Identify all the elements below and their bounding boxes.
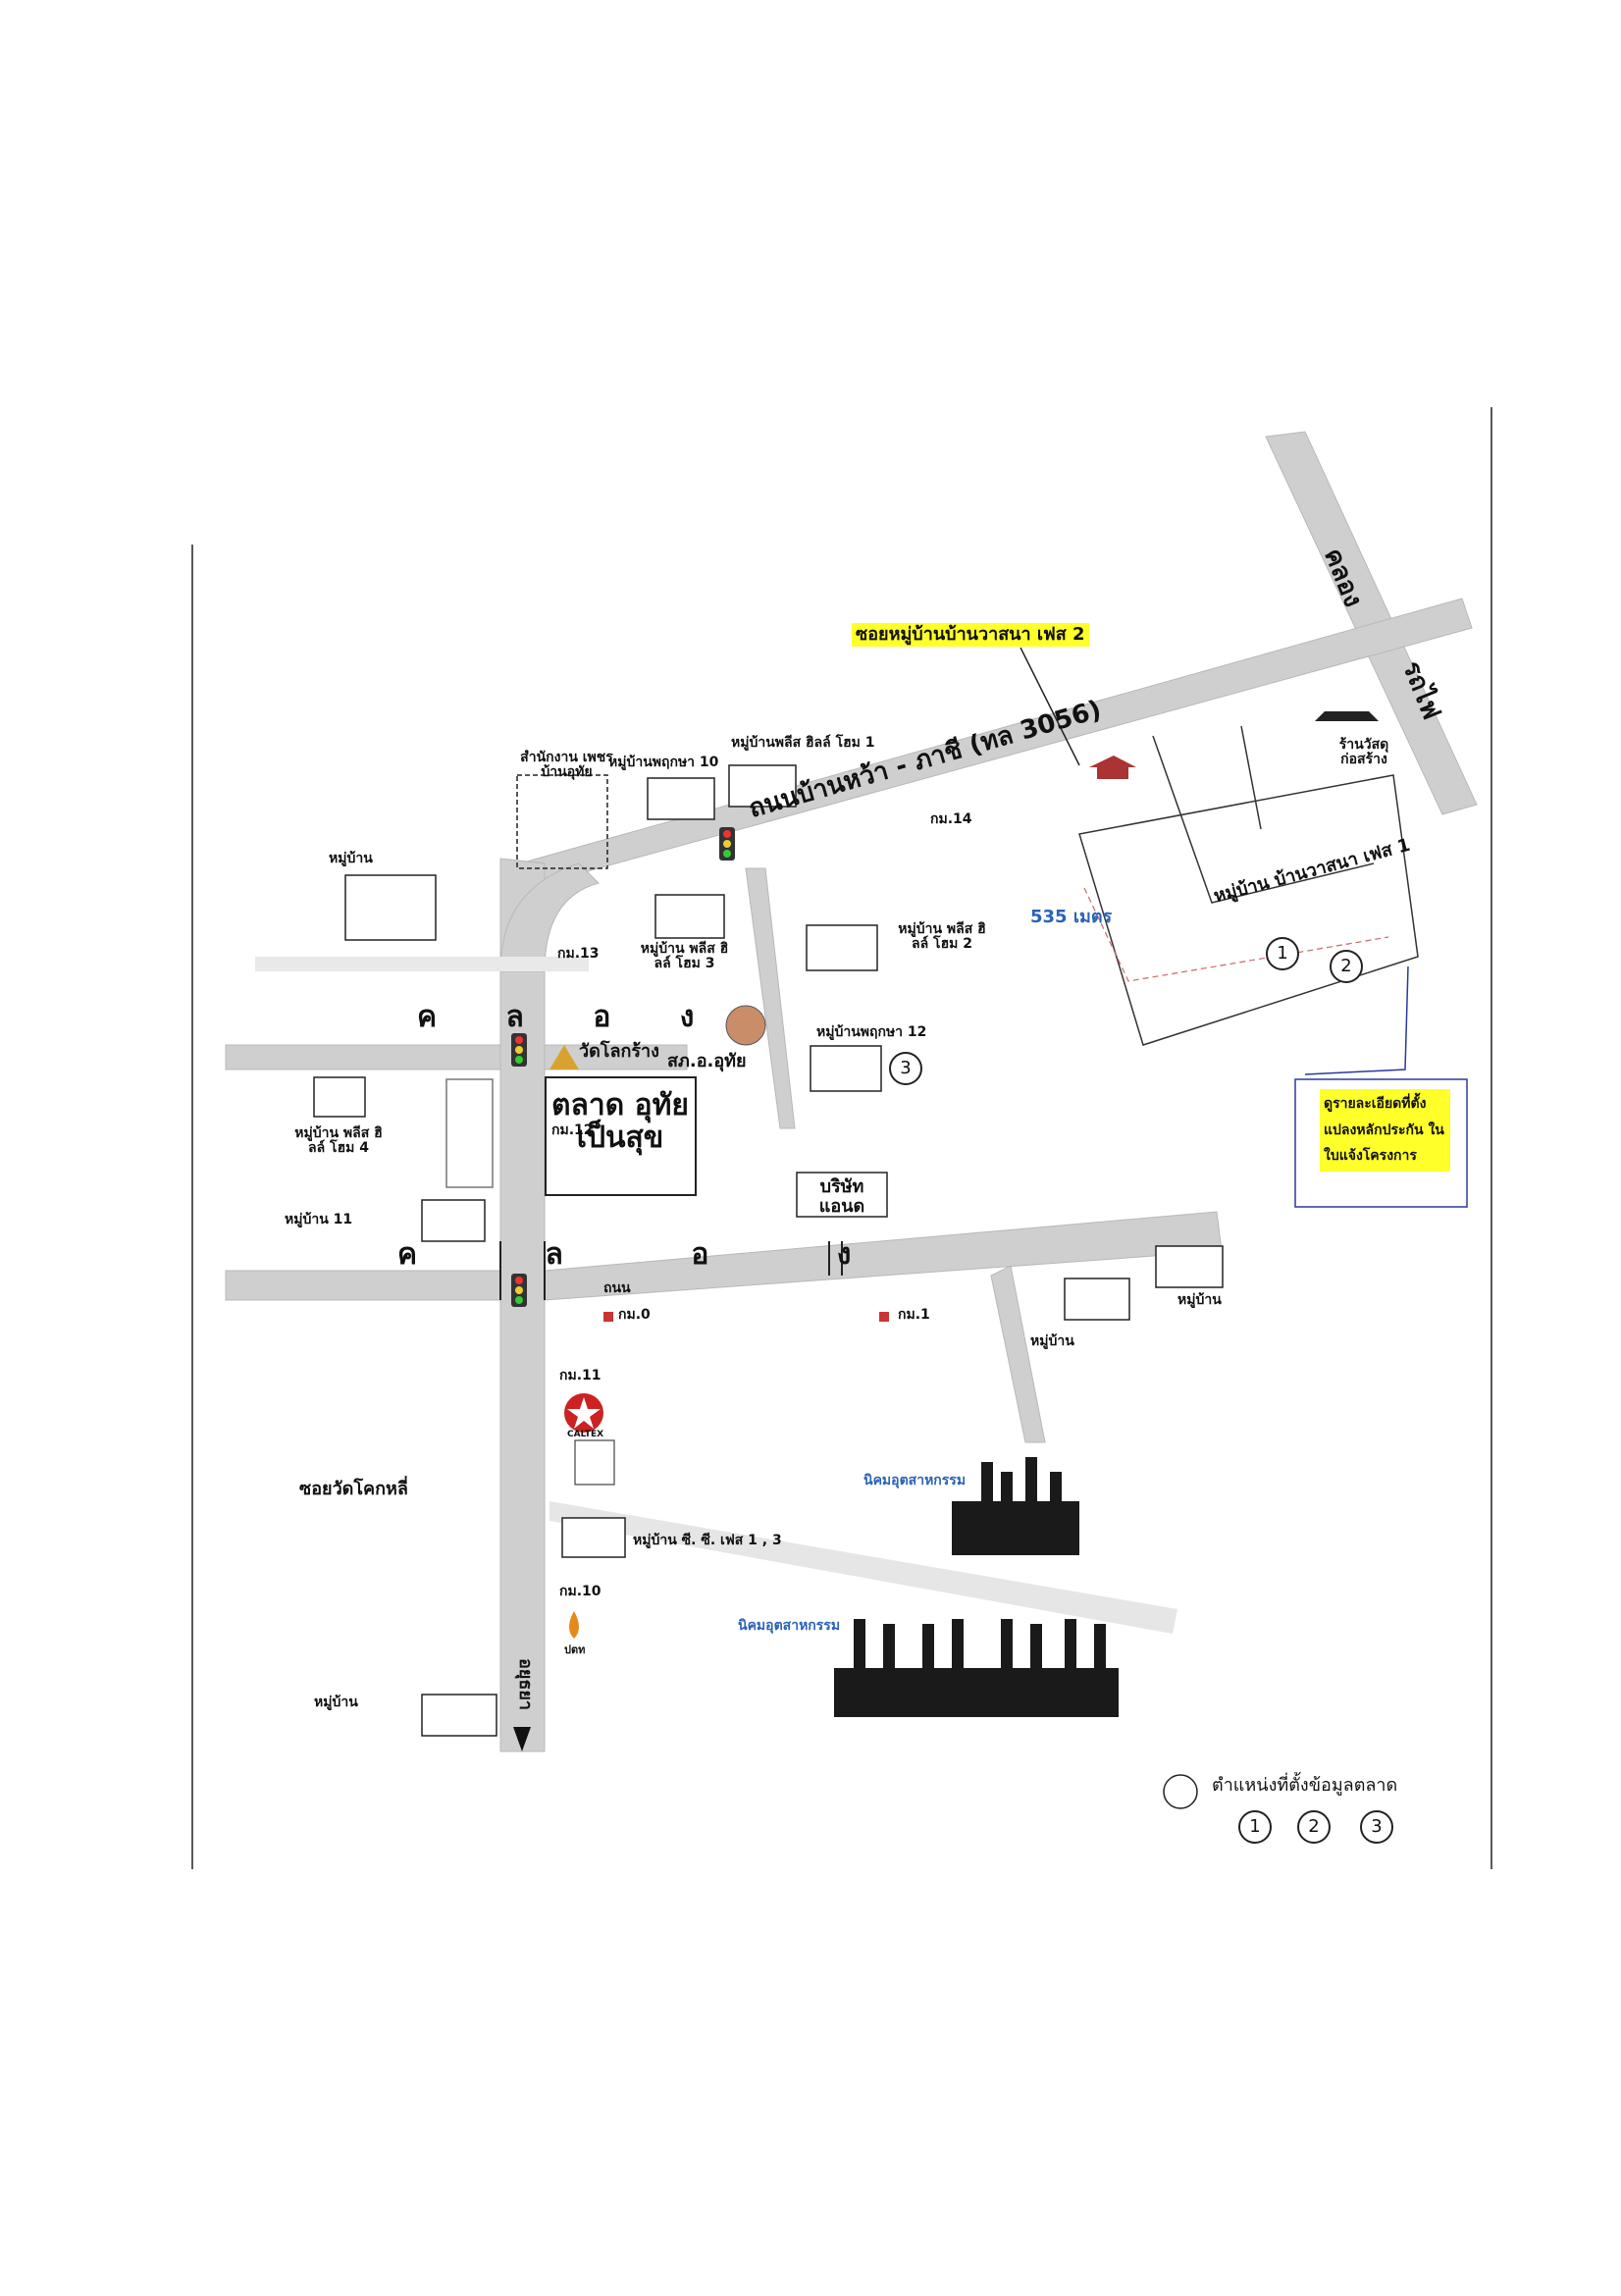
market-marker-1: 1 bbox=[1266, 937, 1299, 970]
ptt-logo-icon bbox=[569, 1611, 579, 1639]
village-11-label: หมู่บ้าน 11 bbox=[285, 1212, 353, 1227]
km13-label: กม.13 bbox=[557, 946, 600, 962]
village-pruksa-12-label: หมู่บ้านพฤกษา 12 bbox=[816, 1024, 927, 1040]
ptt-label: ปตท bbox=[564, 1644, 586, 1656]
km-marker-icon bbox=[603, 1312, 889, 1322]
village-pleasant-4-label: หมู่บ้าน พลีส ฮิลล์ โฮม 4 bbox=[294, 1125, 383, 1157]
khlong-label-top: ค ล อ ง bbox=[417, 1000, 724, 1034]
village-cc-label: หมู่บ้าน ซี. ซี. เฟส 1 , 3 bbox=[633, 1533, 782, 1548]
road-south-label: อยุธยา bbox=[515, 1658, 536, 1710]
km10-label: กม.10 bbox=[559, 1584, 601, 1599]
km14-label: กม.14 bbox=[930, 811, 972, 827]
legend-number-3: 3 bbox=[1360, 1810, 1393, 1844]
traffic-light bbox=[719, 827, 735, 861]
traffic-light bbox=[511, 1274, 527, 1307]
village-pruksa-10-label: หมู่บ้านพฤกษา 10 bbox=[608, 755, 719, 770]
km11-label: กม.11 bbox=[559, 1368, 601, 1383]
km0-label: กม.0 bbox=[618, 1307, 651, 1323]
village-pleasant-3-label: หมู่บ้าน พลีส ฮิลล์ โฮม 3 bbox=[640, 941, 729, 972]
legend-label: ตำแหน่งที่ตั้งข้อมูลตลาด bbox=[1212, 1775, 1398, 1796]
village-pleasant-1-label: หมู่บ้านพลีส ฮิลล์ โฮม 1 bbox=[731, 735, 875, 751]
legend-number-2: 2 bbox=[1297, 1810, 1331, 1844]
factory-label-1: นิคมอุตสาหกรรม bbox=[863, 1473, 967, 1488]
store-label: ร้านวัสดุ ก่อสร้าง bbox=[1338, 737, 1389, 768]
factory-label-2: นิคมอุตสาหกรรม bbox=[738, 1618, 841, 1634]
company-label: บริษัท แอนด bbox=[818, 1176, 865, 1217]
soi-bottom-label: ซอยวัดโคกหลี่ bbox=[299, 1479, 408, 1499]
house-icons bbox=[313, 764, 1224, 1737]
soi-label: ซอยหมู่บ้านบ้านวาสนา เฟส 2 bbox=[852, 623, 1089, 647]
km12-label: กม.12 bbox=[551, 1122, 594, 1138]
road-bottom-label: ถนน bbox=[603, 1280, 631, 1296]
traffic-light bbox=[511, 1033, 527, 1067]
market-label: ตลาด อุทัยเป็นสุข bbox=[551, 1088, 690, 1155]
police-label: สภ.อ.อุทัย bbox=[667, 1051, 747, 1071]
khlong-label-bottom: ค ล อ ง bbox=[397, 1237, 911, 1272]
village-right-1-label: หมู่บ้าน bbox=[1030, 1333, 1074, 1349]
caltex-logo-icon bbox=[564, 1393, 603, 1433]
market-marker-3: 3 bbox=[889, 1052, 922, 1085]
police-icon bbox=[725, 1005, 766, 1046]
village-bottom-left-label: หมู่บ้าน bbox=[314, 1695, 358, 1710]
km1-label: กม.1 bbox=[898, 1307, 930, 1323]
note-box: ดูรายละเอียดที่ตั้ง แปลงหลักประกัน ในใบแ… bbox=[1320, 1089, 1450, 1172]
village-top-left-label: หมู่บ้าน bbox=[329, 851, 373, 866]
market-marker-2: 2 bbox=[1330, 950, 1363, 983]
factory-icon bbox=[952, 1457, 1079, 1555]
village-pleasant-2-label: หมู่บ้าน พลีส ฮิลล์ โฮม 2 bbox=[898, 921, 986, 953]
caltex-label: CALTEX bbox=[567, 1430, 604, 1439]
village-right-2-label: หมู่บ้าน bbox=[1177, 1292, 1222, 1308]
roads bbox=[225, 431, 1478, 1752]
village-plot bbox=[1078, 774, 1419, 1046]
distance-label: 535 เมตร bbox=[1030, 907, 1113, 927]
legend-number-1: 1 bbox=[1238, 1810, 1272, 1844]
office-label: สำนักงาน เพชรบ้านอุทัย bbox=[520, 750, 613, 781]
temple-icon bbox=[549, 1045, 579, 1070]
factory-icon bbox=[834, 1619, 1119, 1717]
temple-label: วัดโลกร้าง bbox=[579, 1041, 659, 1062]
